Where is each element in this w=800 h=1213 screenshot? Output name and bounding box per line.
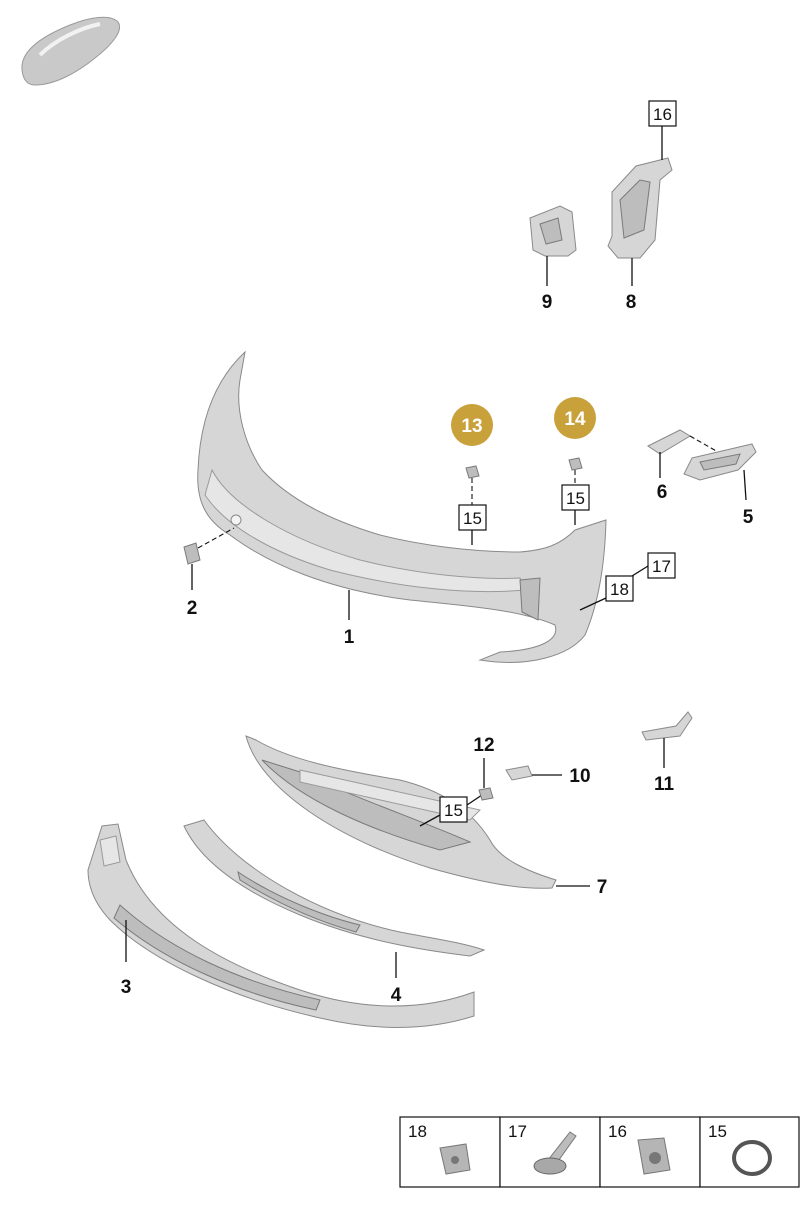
callout-7: 7 (597, 877, 608, 898)
clip-nut-icon (637, 1137, 671, 1175)
refbox-17: 17 (631, 552, 676, 579)
callout-3: 3 (121, 977, 132, 998)
svg-text:16: 16 (608, 1122, 627, 1141)
refbox-15-a: 15 (458, 504, 487, 545)
svg-text:15: 15 (444, 801, 463, 820)
callout-8: 8 (626, 292, 637, 313)
svg-text:18: 18 (408, 1122, 427, 1141)
callout-11: 11 (654, 774, 675, 795)
hardware-legend: 18 17 16 15 (399, 1116, 800, 1188)
refbox-15-c: 15 (419, 794, 483, 827)
vehicle-thumbnail-icon (21, 16, 120, 86)
part-1-bumper-cover[interactable] (197, 350, 607, 663)
screw-icon (533, 1131, 577, 1175)
callout-10: 10 (569, 766, 590, 787)
svg-text:18: 18 (610, 580, 629, 599)
refbox-15-b: 15 (561, 484, 590, 525)
svg-text:15: 15 (566, 489, 585, 508)
svg-text:14: 14 (564, 409, 586, 430)
svg-text:13: 13 (461, 416, 482, 437)
part-14-highlighted-callout[interactable]: 14 (554, 397, 596, 485)
callout-12: 12 (473, 735, 494, 756)
o-ring-icon (732, 1140, 772, 1176)
part-8-bracket[interactable] (607, 157, 673, 286)
part-7-grille-frame[interactable] (245, 735, 590, 889)
part-13-highlighted-callout[interactable]: 13 (451, 404, 493, 505)
refbox-18: 18 (579, 575, 634, 611)
svg-text:17: 17 (508, 1122, 527, 1141)
part-4-lower-strip[interactable] (183, 819, 486, 978)
part-11-trim-piece[interactable] (641, 711, 693, 768)
legend-cell-15[interactable]: 15 (708, 1122, 772, 1176)
svg-text:16: 16 (653, 105, 672, 124)
part-9-bracket[interactable] (529, 205, 577, 286)
part-3-front-spoiler[interactable] (87, 823, 475, 1029)
part-10-sensor-bracket[interactable] (505, 765, 562, 781)
part-6-mount[interactable] (647, 429, 719, 478)
svg-text:15: 15 (463, 509, 482, 528)
part-5-mount[interactable] (683, 443, 757, 501)
legend-cell-16[interactable]: 16 (608, 1122, 671, 1175)
callout-4: 4 (391, 985, 402, 1006)
callout-9: 9 (542, 292, 553, 313)
legend-cell-17[interactable]: 17 (508, 1122, 577, 1175)
callout-1: 1 (344, 627, 355, 648)
callout-5: 5 (743, 507, 754, 528)
clip-nut-icon (439, 1143, 471, 1175)
part-12-clip[interactable] (478, 758, 494, 801)
part-2-cover-plate[interactable] (183, 527, 235, 590)
refbox-16: 16 (648, 100, 677, 160)
legend-cell-18[interactable]: 18 (408, 1122, 471, 1175)
callout-6: 6 (657, 482, 668, 503)
callout-2: 2 (187, 598, 198, 619)
svg-text:17: 17 (652, 557, 671, 576)
svg-text:15: 15 (708, 1122, 727, 1141)
